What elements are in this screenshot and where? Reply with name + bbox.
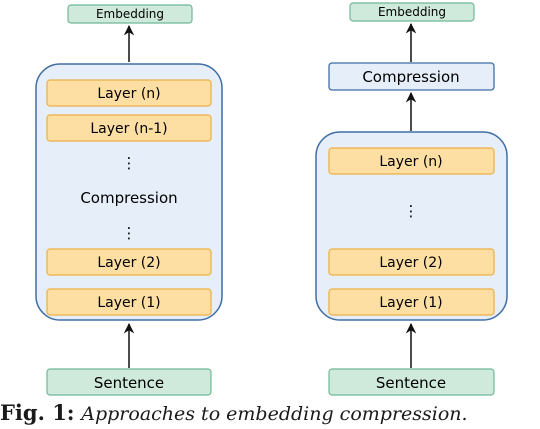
figure-caption: Fig. 1: Approaches to embedding compress… (0, 398, 540, 428)
left-ellipsis-top: ⋮ (122, 154, 137, 172)
right-compression-box (328, 62, 495, 91)
left-layer-2-label: Layer (2) (97, 255, 160, 271)
left-sentence-box (46, 368, 212, 396)
left-layer-1 (46, 288, 212, 316)
caption-text: Approaches to embedding compression. (81, 403, 468, 425)
left-layer-2 (46, 248, 212, 276)
diagram: Embedding Layer (n) Layer (n-1) ⋮ Compre… (35, 2, 508, 396)
right-layer-n-label: Layer (n) (379, 154, 442, 170)
right-embedding-label: Embedding (378, 5, 446, 19)
left-layer-n-label: Layer (n) (97, 86, 160, 102)
left-sentence-label: Sentence (94, 374, 164, 392)
left-layer-n (46, 79, 212, 107)
right-layer-1-label: Layer (1) (379, 295, 442, 311)
right-embedding-box (349, 2, 475, 22)
right-sentence-label: Sentence (376, 374, 446, 392)
left-layer-1-label: Layer (1) (97, 295, 160, 311)
right-layer-1 (328, 288, 495, 316)
right-sentence-box (328, 368, 495, 396)
right-layer-2-label: Layer (2) (379, 255, 442, 271)
left-ellipsis-bottom: ⋮ (122, 224, 137, 242)
right-layer-2 (328, 248, 495, 276)
left-layer-n-minus-1 (46, 114, 212, 142)
right-compression-label: Compression (362, 68, 459, 86)
left-layer-n-minus-1-label: Layer (n-1) (90, 121, 167, 137)
left-compression-label: Compression (80, 189, 177, 207)
right-ellipsis: ⋮ (404, 202, 419, 220)
left-approach: Embedding Layer (n) Layer (n-1) ⋮ Compre… (35, 4, 223, 396)
caption-label: Fig. 1: (0, 400, 75, 425)
left-embedding-label: Embedding (96, 7, 164, 21)
right-approach: Embedding Compression Layer (n) ⋮ Layer … (315, 2, 508, 396)
left-embedding-box (67, 4, 193, 24)
right-layer-n (328, 147, 495, 175)
